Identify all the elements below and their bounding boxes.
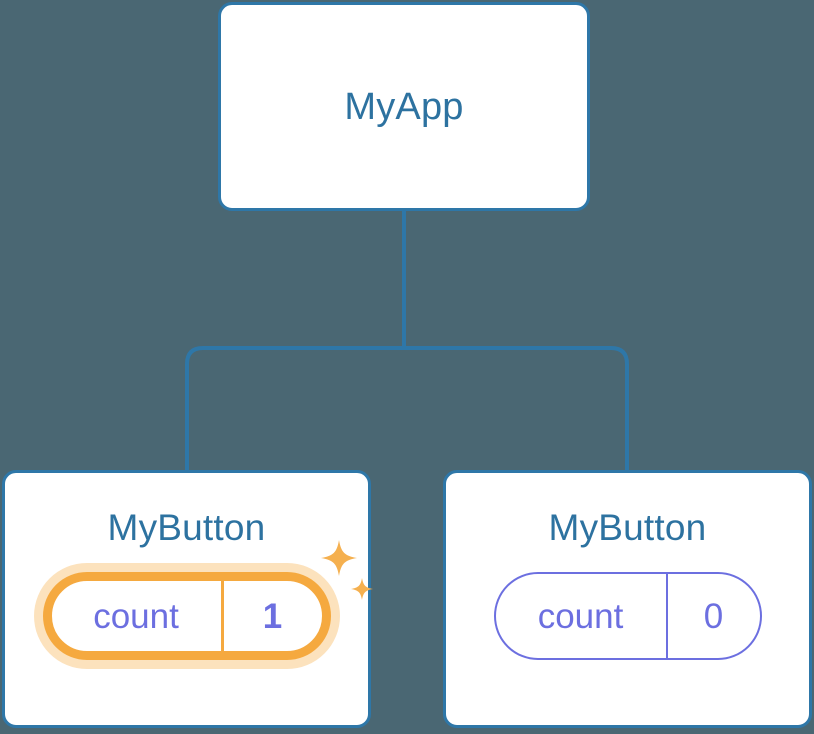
state-value-right: 0 — [703, 596, 724, 636]
state-key-left: count — [52, 581, 224, 651]
state-key-right: count — [496, 574, 668, 658]
node-title-mybutton-right: MyButton — [548, 507, 707, 548]
state-pill-wrapper-left: count 1 — [42, 540, 373, 660]
node-mybutton-right[interactable]: MyButton count 0 — [443, 470, 812, 728]
sparkle-icon-large — [320, 540, 357, 576]
node-mybutton-left[interactable]: MyButton count 1 — [2, 470, 373, 728]
state-pill-wrapper-right: count 0 — [493, 572, 762, 660]
node-title-mybutton-left: MyButton — [107, 507, 266, 548]
state-value-left: 1 — [262, 596, 283, 636]
sparkle-icon-small — [350, 578, 373, 600]
connector-branch-bar — [185, 346, 629, 470]
node-title-myapp: MyApp — [344, 85, 464, 128]
node-myapp[interactable]: MyApp — [218, 2, 590, 211]
state-pill-right[interactable]: count 0 — [493, 572, 762, 660]
state-pill-left[interactable]: count 1 — [42, 572, 331, 660]
